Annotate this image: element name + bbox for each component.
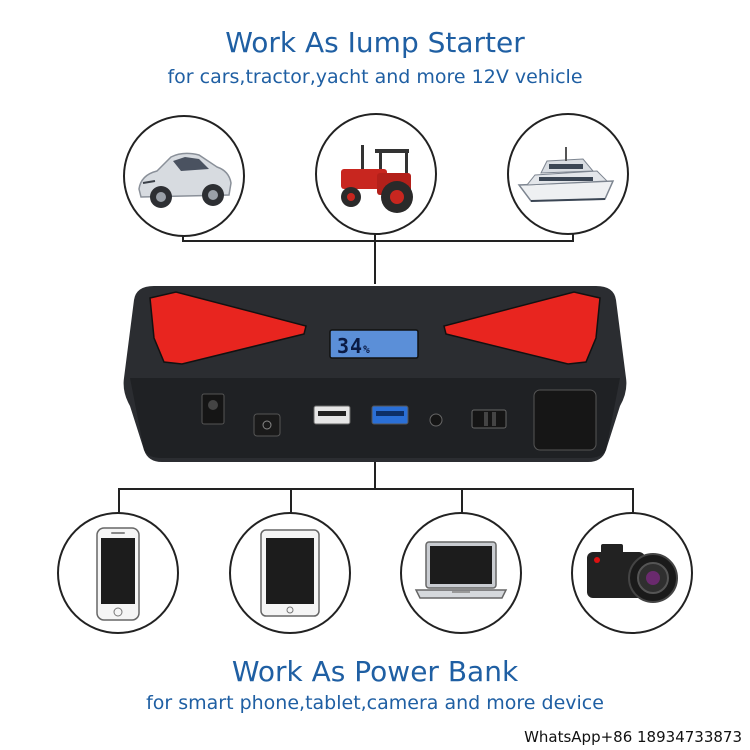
- smartphone-icon: [96, 527, 140, 621]
- camera-icon: [587, 544, 678, 603]
- laptop-circle: [400, 512, 522, 634]
- tractor-circle: [315, 113, 437, 235]
- smartphone-circle: [57, 512, 179, 634]
- tractor-icon: [341, 145, 413, 213]
- lcd-value: 34: [337, 334, 364, 358]
- switch: [471, 409, 507, 429]
- top-connector-horizontal: [183, 240, 573, 242]
- tablet-circle: [229, 512, 351, 634]
- power-bank-subtitle: for smart phone,tablet,camera and more d…: [146, 692, 604, 714]
- bottom-connector-3: [461, 488, 463, 514]
- jump-starter-subtitle: for cars,tractor,yacht and more 12V vehi…: [167, 66, 583, 88]
- jump-starter-title: Work As Iump Starter: [225, 26, 525, 59]
- whatsapp-contact: WhatsApp+86 18934733873: [524, 728, 742, 746]
- camera-circle: [571, 512, 693, 634]
- lcd-screen: [329, 329, 419, 359]
- yacht-icon: [517, 147, 615, 202]
- bottom-connector-horizontal: [118, 488, 634, 490]
- car-icon: [138, 152, 232, 208]
- lcd-unit: %: [363, 343, 371, 356]
- tablet-icon: [260, 529, 320, 617]
- led-port: [429, 413, 443, 427]
- power-button: [253, 413, 281, 437]
- left-red-panel: [149, 291, 307, 365]
- bottom-connector-4: [632, 488, 634, 514]
- yacht-circle: [507, 113, 629, 235]
- car-circle: [123, 115, 245, 237]
- jump-starter-device: [123, 286, 627, 462]
- top-connector-mid: [374, 226, 376, 284]
- power-bank-title: Work As Power Bank: [231, 655, 519, 688]
- bottom-connector-1: [118, 488, 120, 514]
- right-red-panel: [443, 291, 601, 365]
- lcd-readout: 34%: [337, 334, 371, 358]
- side-cover: [533, 389, 597, 451]
- bottom-connector-mid: [374, 462, 376, 489]
- bottom-connector-2: [290, 488, 292, 514]
- laptop-icon: [414, 541, 508, 599]
